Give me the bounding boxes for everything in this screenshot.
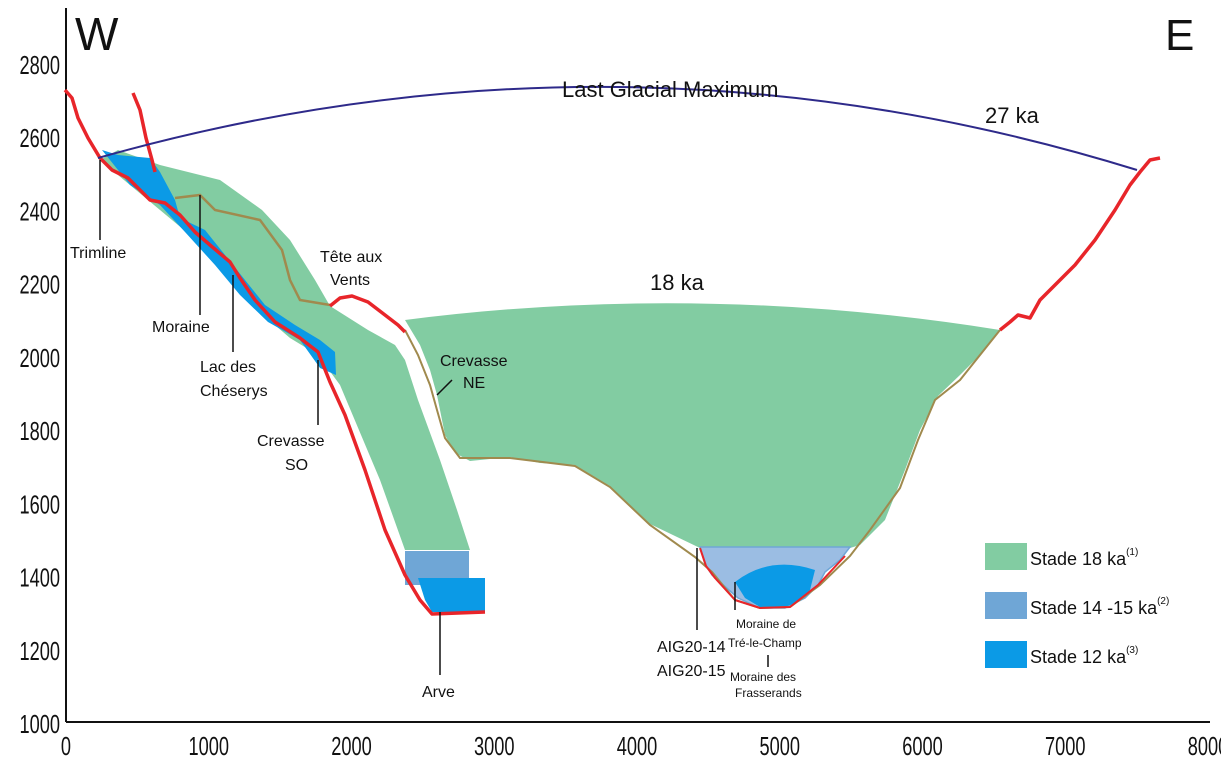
aig-label-2: AIG20-15 xyxy=(657,663,726,680)
legend-label-14-15ka: Stade 14 -15 ka(2) xyxy=(1030,596,1169,618)
x-tick-label: 6000 xyxy=(902,732,942,761)
stage-12ka-west xyxy=(102,150,336,375)
crevasse-ne-label-1: Crevasse xyxy=(440,353,508,370)
topography-basin xyxy=(699,547,846,609)
aig-label-1: AIG20-14 xyxy=(657,639,726,656)
x-tick-label: 0 xyxy=(61,732,71,761)
stage-18ka-west xyxy=(100,150,470,550)
y-tick-label: 2600 xyxy=(20,124,60,153)
legend-swatch-14-15ka xyxy=(985,592,1027,619)
topography-ridge xyxy=(131,92,157,173)
x-tick-label: 7000 xyxy=(1045,732,1085,761)
moraine-label: Moraine xyxy=(152,319,210,336)
x-tick-label: 1000 xyxy=(189,732,229,761)
moraine-fras-label-2: Frasserands xyxy=(735,686,802,700)
x-tick-label: 2000 xyxy=(331,732,371,761)
y-tick-label: 1600 xyxy=(20,490,60,519)
legend-label-12ka: Stade 12 ka(3) xyxy=(1030,645,1138,667)
stage-12ka-basin xyxy=(735,564,815,607)
stage-12ka-arve xyxy=(418,578,485,612)
x-tick-label: 8000 xyxy=(1188,732,1221,761)
y-tick-label: 2000 xyxy=(20,344,60,373)
legend: Stade 18 ka(1) Stade 14 -15 ka(2) Stade … xyxy=(985,543,1169,668)
y-tick-label: 2800 xyxy=(20,51,60,80)
x-tick-label: 4000 xyxy=(617,732,657,761)
tete-aux-vents-label-1: Tête aux xyxy=(320,249,382,266)
trimline-label: Trimline xyxy=(70,245,126,262)
east-label: E xyxy=(1165,11,1194,60)
lgm-arc xyxy=(97,85,1138,171)
crevasse-ne-label-2: NE xyxy=(463,375,485,392)
y-tick-label: 1800 xyxy=(20,417,60,446)
basin-rim-line xyxy=(404,329,1001,610)
y-tick-label: 2200 xyxy=(20,270,60,299)
y-tick-label: 1000 xyxy=(20,710,60,739)
topography-profile xyxy=(63,88,486,616)
stage-18ka-title: 18 ka xyxy=(650,270,705,295)
legend-swatch-18ka xyxy=(985,543,1027,570)
stage-18ka-basin xyxy=(405,303,1000,548)
lac-label-2: Chéserys xyxy=(200,383,268,400)
legend-swatch-12ka xyxy=(985,641,1027,668)
pointer-lines xyxy=(99,160,769,675)
lgm-title: Last Glacial Maximum xyxy=(562,77,778,102)
lgm-age: 27 ka xyxy=(985,103,1040,128)
west-label: W xyxy=(75,8,119,60)
topography-east-slope xyxy=(998,156,1161,332)
crevasse-so-label-2: SO xyxy=(285,457,308,474)
y-tick-label: 2400 xyxy=(20,197,60,226)
x-tick-label: 5000 xyxy=(760,732,800,761)
moraine-line xyxy=(174,193,331,307)
y-tick-label: 1200 xyxy=(20,637,60,666)
legend-label-18ka: Stade 18 ka(1) xyxy=(1030,547,1138,569)
lac-label-1: Lac des xyxy=(200,359,256,376)
crevasse-so-label-1: Crevasse xyxy=(257,433,325,450)
moraine-tre-label-2: Tré-le-Champ xyxy=(728,636,802,650)
y-tick-label: 1400 xyxy=(20,563,60,592)
moraine-fras-label-1: Moraine des xyxy=(730,670,796,684)
topography-tete-aux-vents xyxy=(328,294,407,334)
x-tick-label: 3000 xyxy=(474,732,514,761)
tete-aux-vents-label-2: Vents xyxy=(330,272,370,289)
moraine-tre-label-1: Moraine de xyxy=(736,617,796,631)
arve-label: Arve xyxy=(422,684,455,701)
